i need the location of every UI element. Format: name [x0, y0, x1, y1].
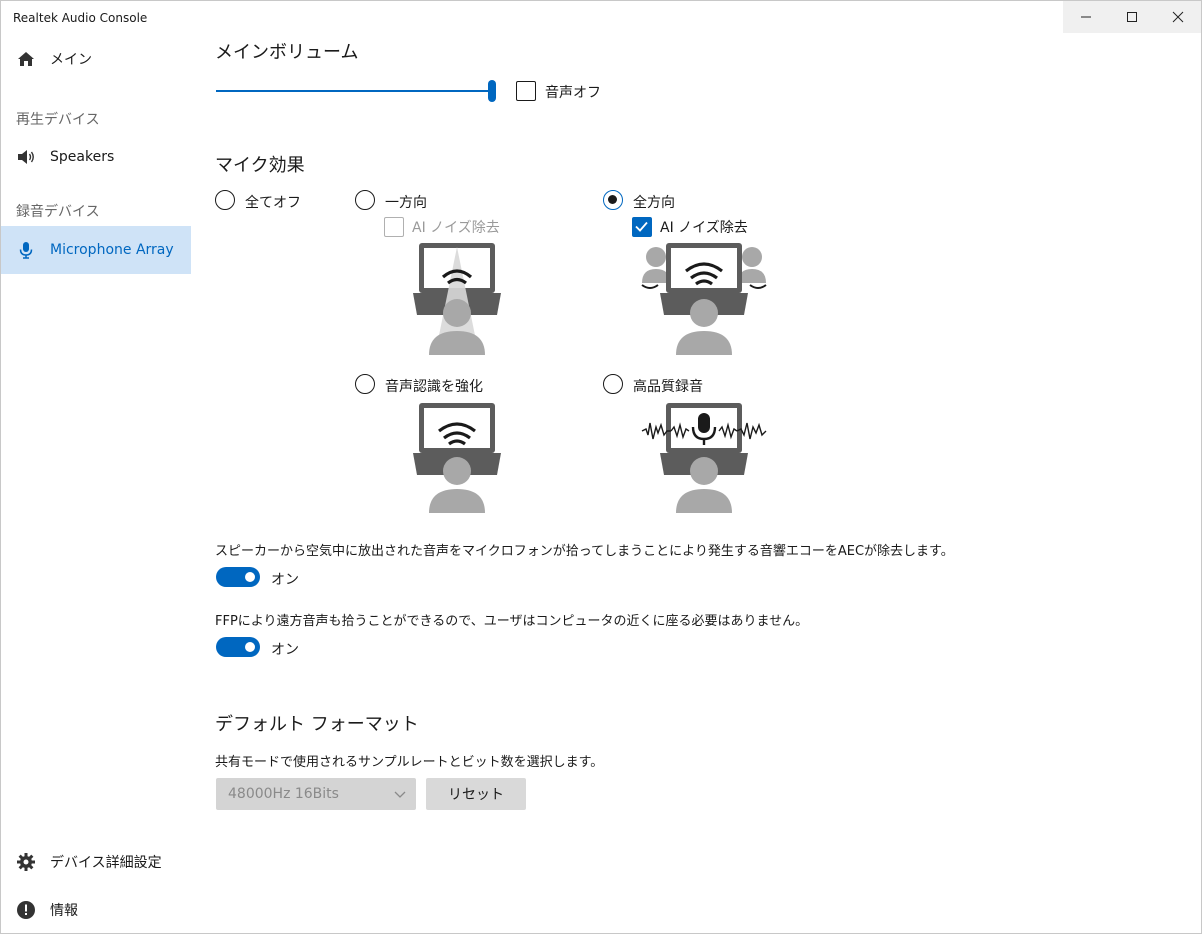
radio-label-all-off: 全てオフ — [245, 195, 301, 211]
info-icon — [16, 900, 36, 920]
radio-unidirectional[interactable] — [355, 190, 375, 210]
maximize-icon — [1127, 12, 1137, 22]
ai-noise-label: AI ノイズ除去 — [660, 220, 748, 236]
main-volume-title: メインボリューム — [215, 42, 359, 63]
close-button[interactable] — [1155, 1, 1201, 33]
minimize-button[interactable] — [1063, 1, 1109, 33]
unidirectional-illustration-icon — [413, 243, 501, 355]
volume-slider[interactable] — [215, 79, 497, 103]
mute-checkbox[interactable] — [516, 81, 536, 101]
format-select[interactable]: 48000Hz 16Bits — [216, 778, 416, 810]
ffp-toggle[interactable] — [216, 637, 260, 657]
close-icon — [1172, 11, 1184, 23]
playback-section-header: 再生デバイス — [16, 112, 100, 128]
checkmark-icon — [635, 221, 648, 232]
ffp-description: FFPにより遠方音声も拾うことができるので、ユーザはコンピュータの近くに座る必要… — [215, 614, 809, 629]
sidebar-item-speakers[interactable]: Speakers — [1, 133, 191, 181]
aec-description: スピーカーから空気中に放出された音声をマイクロフォンが拾ってしまうことにより発生… — [215, 544, 954, 559]
radio-label-speech-recognition: 音声認識を強化 — [385, 379, 483, 395]
mic-effects-title: マイク効果 — [215, 155, 305, 176]
radio-label-high-quality: 高品質録音 — [633, 379, 703, 395]
slider-thumb[interactable] — [488, 80, 496, 102]
gear-icon — [16, 852, 36, 872]
radio-omnidirectional[interactable] — [603, 190, 623, 210]
aec-toggle[interactable] — [216, 567, 260, 587]
mute-label: 音声オフ — [545, 85, 601, 101]
sidebar-item-advanced[interactable]: デバイス詳細設定 — [1, 838, 191, 886]
ai-noise-label-disabled: AI ノイズ除去 — [412, 220, 500, 236]
ai-noise-checkbox-disabled[interactable] — [384, 217, 404, 237]
radio-speech-recognition[interactable] — [355, 374, 375, 394]
sidebar-item-info[interactable]: 情報 — [1, 886, 191, 934]
format-select-value: 48000Hz 16Bits — [228, 786, 339, 802]
sidebar-item-label: メイン — [50, 52, 92, 68]
speaker-icon — [16, 147, 36, 167]
omnidirectional-illustration-icon — [641, 243, 767, 355]
radio-label-unidirectional: 一方向 — [385, 195, 427, 211]
slider-track — [216, 90, 488, 92]
speech-recognition-illustration-icon — [413, 403, 501, 513]
radio-label-omnidirectional: 全方向 — [633, 195, 675, 211]
maximize-button[interactable] — [1109, 1, 1155, 33]
ffp-state-label: オン — [271, 642, 299, 658]
title-bar: Realtek Audio Console — [1, 1, 1201, 35]
microphone-icon — [16, 240, 36, 260]
caption-buttons — [1063, 1, 1201, 33]
home-icon — [16, 49, 36, 69]
sidebar-item-label: 情報 — [50, 903, 78, 919]
sidebar-item-microphone[interactable]: Microphone Array — [1, 226, 191, 274]
recording-section-header: 録音デバイス — [16, 204, 100, 220]
minimize-icon — [1081, 16, 1091, 18]
sidebar-item-main[interactable]: メイン — [1, 35, 191, 83]
sidebar-item-label: Speakers — [50, 149, 115, 165]
aec-state-label: オン — [271, 572, 299, 588]
reset-button[interactable]: リセット — [426, 778, 526, 810]
high-quality-recording-illustration-icon — [641, 403, 767, 513]
chevron-down-icon — [394, 791, 406, 798]
ai-noise-checkbox[interactable] — [632, 217, 652, 237]
default-format-description: 共有モードで使用されるサンプルレートとビット数を選択します。 — [215, 755, 604, 770]
sidebar-item-label: デバイス詳細設定 — [50, 855, 162, 871]
radio-high-quality[interactable] — [603, 374, 623, 394]
radio-all-off[interactable] — [215, 190, 235, 210]
default-format-title: デフォルト フォーマット — [215, 714, 419, 735]
app-title: Realtek Audio Console — [13, 11, 148, 25]
sidebar-item-label: Microphone Array — [50, 242, 174, 258]
sidebar: メイン 再生デバイス Speakers 録音デバイス Microphone Ar… — [1, 35, 191, 933]
